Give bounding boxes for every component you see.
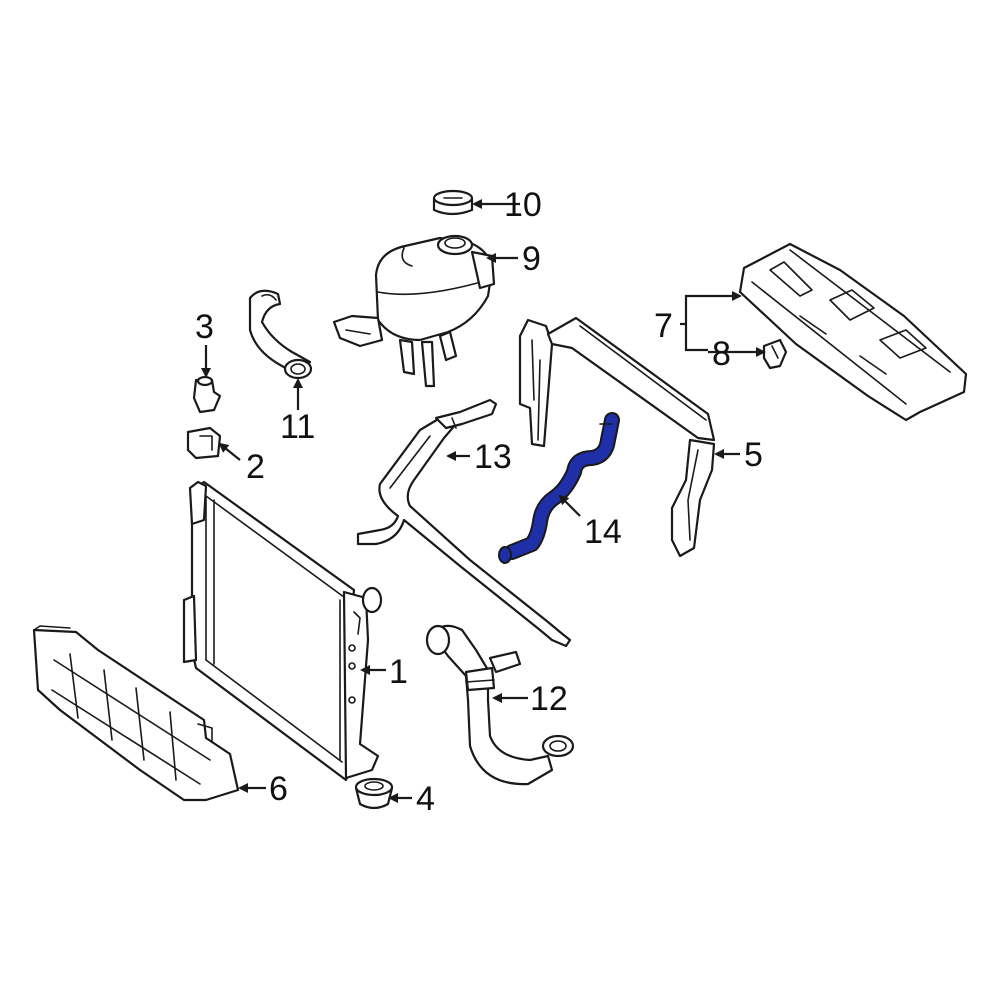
part-10-reservoir-cap[interactable] xyxy=(432,189,474,216)
callout-labels: 10 9 11 3 2 1 4 6 13 12 14 5 7 8 xyxy=(195,186,763,818)
part-4-drain-plug[interactable] xyxy=(354,777,394,810)
part-9-expansion-tank[interactable] xyxy=(332,234,496,388)
callout-4: 4 xyxy=(416,780,435,818)
part-3-clip[interactable] xyxy=(192,375,222,414)
part-7-cover-panel[interactable] xyxy=(738,242,968,422)
callout-1: 1 xyxy=(389,653,408,691)
callout-12: 12 xyxy=(530,680,568,718)
callout-9: 9 xyxy=(522,240,541,278)
part-8-clip[interactable] xyxy=(762,338,788,370)
part-5-support-bracket[interactable] xyxy=(518,316,716,558)
callout-14: 14 xyxy=(584,513,622,551)
callout-7: 7 xyxy=(654,307,673,345)
callout-6: 6 xyxy=(269,770,288,808)
part-14-coolant-hose[interactable] xyxy=(498,412,620,564)
part-6-air-guide[interactable] xyxy=(32,625,240,802)
callout-11: 11 xyxy=(280,408,315,446)
hose-14-fill xyxy=(506,414,618,558)
leader-lines xyxy=(201,199,766,803)
part-13-overflow-hose[interactable] xyxy=(356,398,572,648)
callout-13: 13 xyxy=(474,438,512,476)
part-2-bracket[interactable] xyxy=(186,426,222,460)
part-12-lower-hose[interactable] xyxy=(425,624,575,786)
part-11-upper-hose[interactable] xyxy=(248,289,313,380)
callout-2: 2 xyxy=(246,448,265,486)
callout-10: 10 xyxy=(504,186,542,224)
callout-3: 3 xyxy=(195,308,214,346)
part-1-radiator[interactable] xyxy=(182,480,383,782)
callout-5: 5 xyxy=(744,436,763,474)
callout-8: 8 xyxy=(712,335,731,373)
